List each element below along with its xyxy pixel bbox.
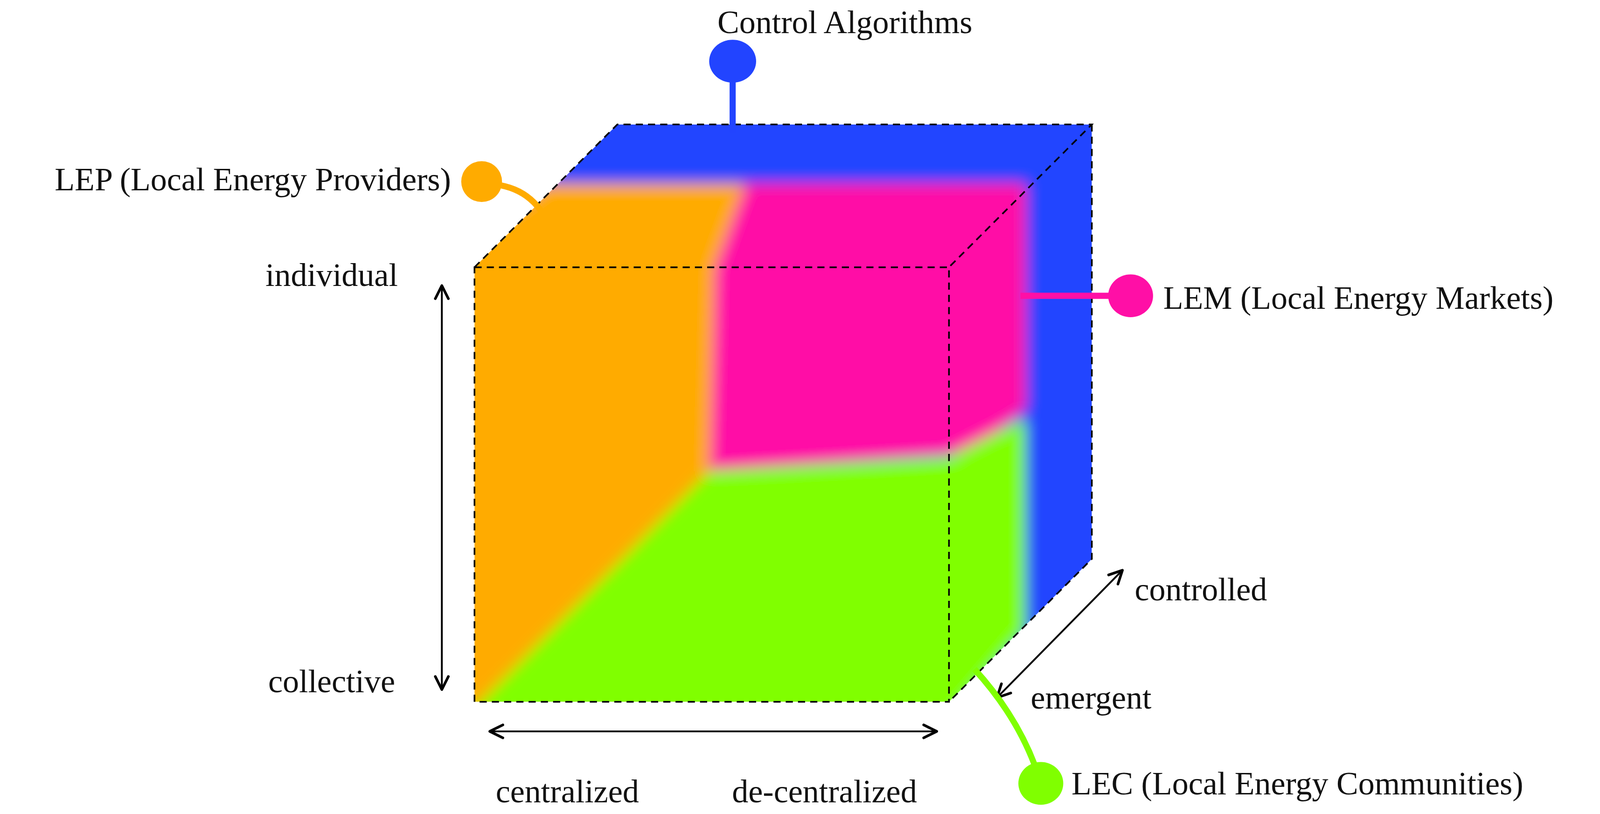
cube-outline: [474, 124, 1092, 703]
callout-label: Control Algorithms: [717, 3, 973, 42]
callout-label: LEM (Local Energy Markets): [1163, 279, 1554, 318]
pink-region: [709, 183, 1026, 472]
cube-colors: [449, 102, 1123, 735]
axis-label: individual: [265, 256, 398, 295]
axis-arrows: [441, 285, 1123, 732]
callout-markers: [461, 39, 1154, 805]
axis-label: collective: [268, 662, 396, 701]
callout-label: LEC (Local Energy Communities): [1071, 765, 1524, 803]
axis-label: de-centralized: [731, 772, 917, 811]
green-region: [449, 418, 1026, 735]
axis-label: centralized: [495, 772, 640, 811]
axis-label: controlled: [1134, 570, 1268, 609]
blue-region: [449, 102, 1123, 735]
axis-label: emergent: [1030, 679, 1152, 717]
callout-label: LEP (Local Energy Providers): [54, 160, 452, 199]
